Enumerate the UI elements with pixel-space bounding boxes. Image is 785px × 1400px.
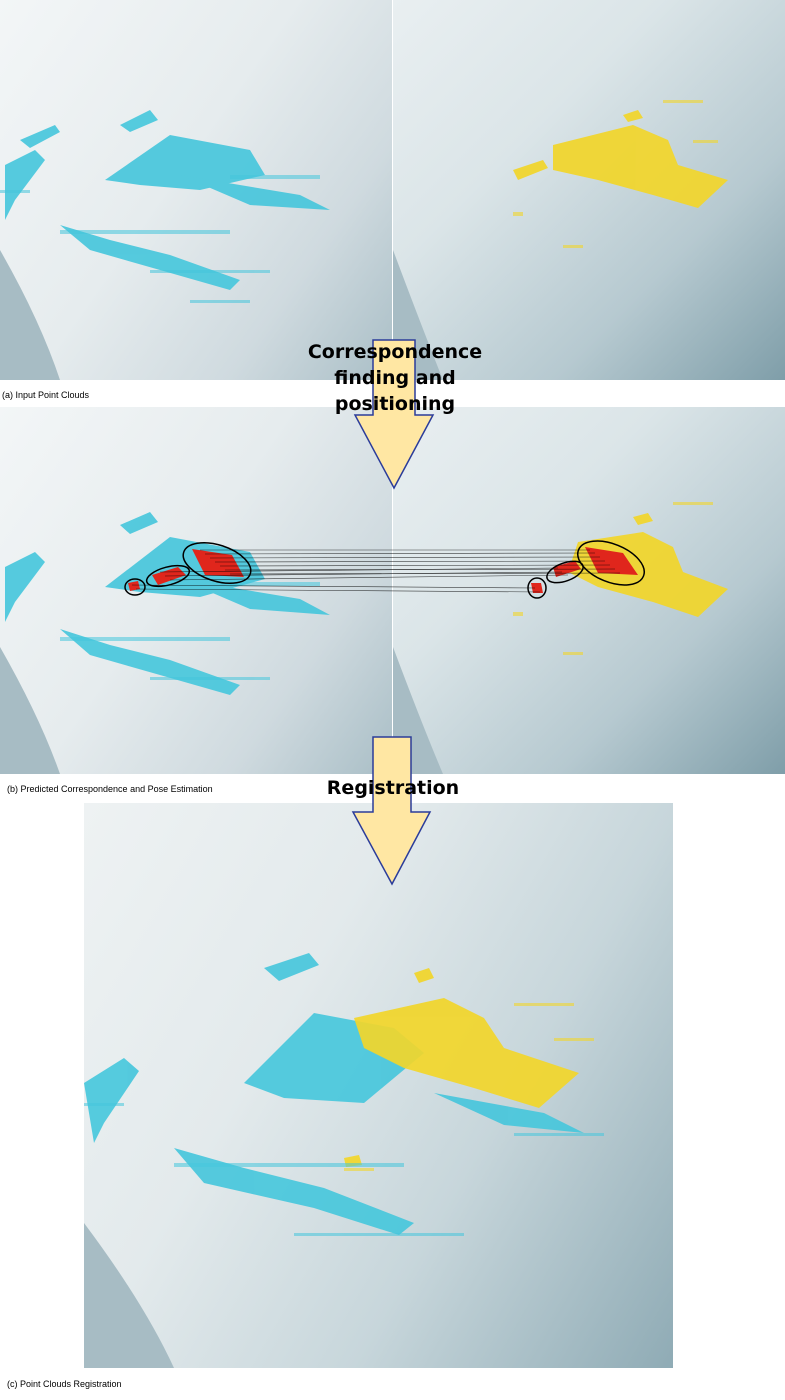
caption-a: (a) Input Point Clouds bbox=[2, 390, 90, 400]
panel-c-registered bbox=[84, 803, 673, 1368]
shadow-arc bbox=[0, 250, 60, 380]
target-point-cloud bbox=[393, 502, 728, 774]
arrow-1-label-line-1: Correspondence bbox=[307, 341, 483, 363]
correspondence-patch-large bbox=[585, 547, 638, 575]
arrow-1-label: Correspondence finding and positioning bbox=[295, 339, 495, 417]
arrow-1-label-line-3: positioning bbox=[334, 393, 456, 415]
source-main-slab bbox=[105, 135, 265, 190]
panel-a-target bbox=[393, 0, 785, 380]
panel-a-source bbox=[0, 0, 392, 380]
target-point-cloud bbox=[393, 100, 728, 380]
panel-b-target bbox=[393, 407, 785, 774]
panel-b-source bbox=[0, 407, 392, 774]
target-main-slab bbox=[553, 125, 728, 208]
registered-target-slab bbox=[354, 998, 579, 1108]
source-point-cloud bbox=[0, 110, 330, 380]
shadow-arc bbox=[84, 1223, 174, 1368]
correspondence-patch-small bbox=[531, 583, 543, 593]
caption-b: (b) Predicted Correspondence and Pose Es… bbox=[7, 784, 213, 794]
arrow-2-label: Registration bbox=[326, 777, 460, 799]
caption-c: (c) Point Clouds Registration bbox=[7, 1379, 122, 1389]
registered-point-clouds bbox=[84, 953, 604, 1368]
shadow-arc bbox=[0, 647, 60, 774]
source-point-cloud bbox=[0, 512, 330, 774]
shadow-arc bbox=[393, 647, 443, 774]
arrow-1-label-line-2: finding and bbox=[334, 367, 456, 389]
